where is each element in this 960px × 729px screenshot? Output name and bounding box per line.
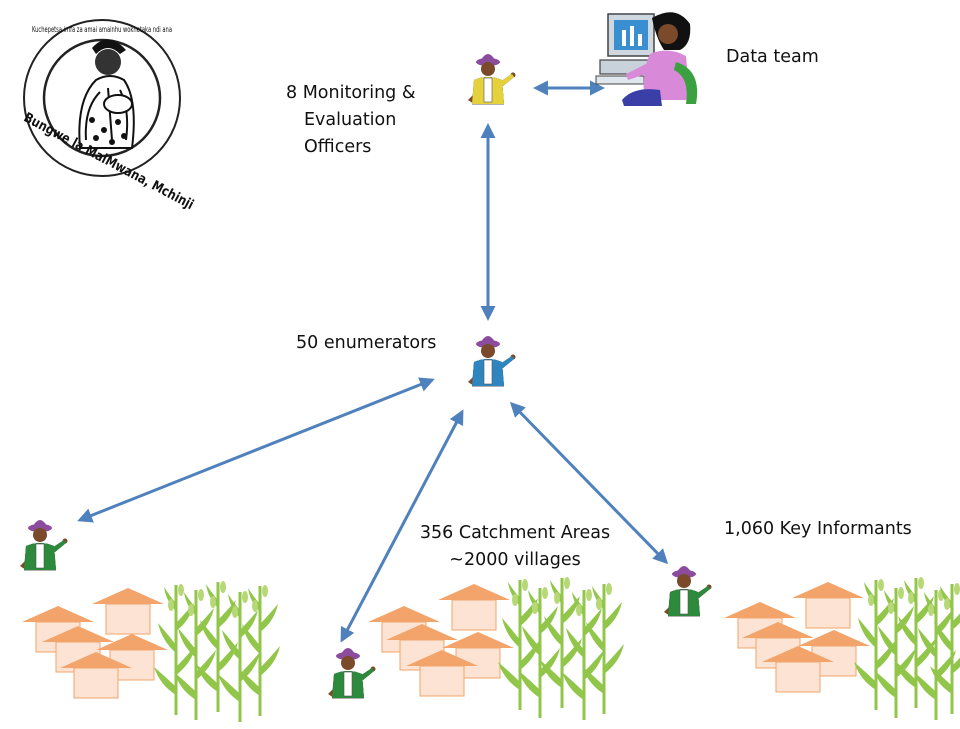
informants-label: 1,060 Key Informants <box>724 519 912 539</box>
informant-person-icon <box>327 647 376 699</box>
enumerators-label: 50 enumerators <box>296 333 437 353</box>
me-officers-line-1: 8 Monitoring & <box>286 83 416 103</box>
catchment-line-2: ~2000 villages <box>449 550 581 570</box>
village-center <box>367 575 626 722</box>
me-officers-line-3: Officers <box>304 137 372 157</box>
me-officers-line-2: Evaluation <box>304 110 397 130</box>
data-team-label: Data team <box>726 47 819 67</box>
logo-inner-text: Kuchepetsa imfa za amai amainhu wokhetak… <box>32 25 172 34</box>
catchment-label: 356 Catchment Areas ~2000 villages <box>410 520 620 574</box>
enumerator-person-icon <box>467 335 516 387</box>
me-officers-label: 8 Monitoring & Evaluation Officers <box>286 80 416 161</box>
arrow-enumerators-catchment <box>340 409 464 643</box>
catchment-line-1: 356 Catchment Areas <box>419 523 611 543</box>
connector-arrows <box>77 80 669 643</box>
informant-person-icon <box>663 565 712 617</box>
arrow-enumerators-informants <box>509 401 669 565</box>
logo-emblem: Kuchepetsa imfa za amai amainhu wokhetak… <box>21 19 196 213</box>
officer-person-icon <box>467 53 516 105</box>
village-right <box>723 575 960 722</box>
village-left <box>21 579 282 724</box>
arrow-enumerators-leftinformant <box>77 377 435 523</box>
informant-person-icon <box>19 519 68 571</box>
computer-woman-icon <box>595 12 698 106</box>
